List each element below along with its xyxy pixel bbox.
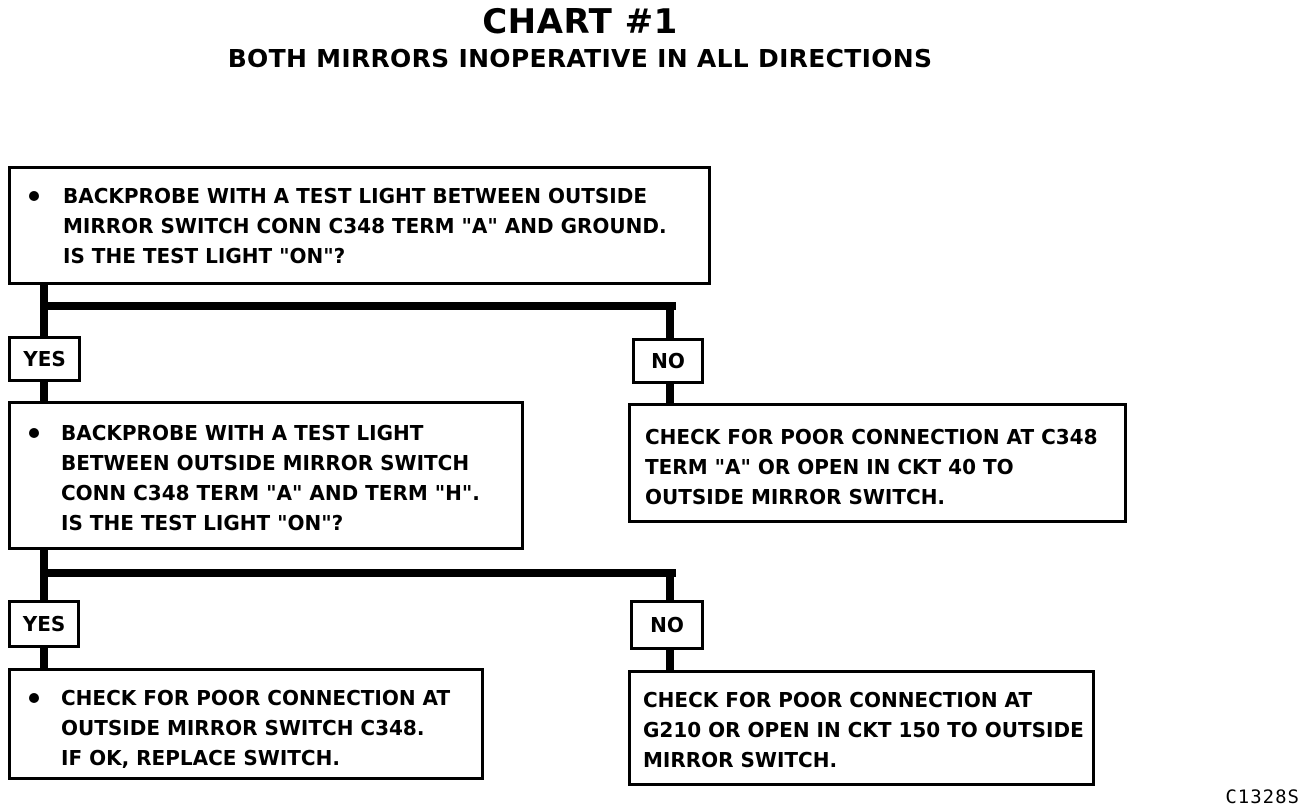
yes-label: YES: [8, 336, 81, 382]
yes-label: YES: [8, 600, 80, 648]
outcome-text-line: CHECK FOR POOR CONNECTION AT: [643, 688, 1033, 712]
no-label: NO: [632, 338, 704, 384]
connector-line: [40, 569, 676, 577]
decision-text-line: BACKPROBE WITH A TEST LIGHT BETWEEN OUTS…: [63, 184, 648, 208]
connector-line: [40, 283, 48, 339]
bullet-icon: [29, 191, 39, 201]
outcome-text-line: OUTSIDE MIRROR SWITCH.: [645, 485, 946, 509]
connector-line: [40, 646, 48, 670]
connector-line: [666, 382, 674, 406]
connector-line: [666, 569, 674, 601]
decision-text-line: BETWEEN OUTSIDE MIRROR SWITCH: [61, 451, 470, 475]
bullet-icon: [29, 428, 39, 438]
outcome-text-line: TERM "A" OR OPEN IN CKT 40 TO: [645, 455, 1014, 479]
connector-line: [666, 648, 674, 672]
figure-id: C1328S: [1225, 786, 1300, 808]
outcome-box-1: CHECK FOR POOR CONNECTION AT C348 TERM "…: [628, 403, 1127, 523]
no-label: NO: [630, 600, 704, 650]
outcome-box-2: CHECK FOR POOR CONNECTION AT G210 OR OPE…: [628, 670, 1095, 786]
decision-text-line: CONN C348 TERM "A" AND TERM "H".: [61, 481, 480, 505]
decision-text-line: IS THE TEST LIGHT "ON"?: [61, 511, 344, 535]
decision-text-line: IS THE TEST LIGHT "ON"?: [63, 244, 346, 268]
connector-line: [40, 380, 48, 404]
outcome-text-line: CHECK FOR POOR CONNECTION AT C348: [645, 425, 1098, 449]
decision-text-line: BACKPROBE WITH A TEST LIGHT: [61, 421, 424, 445]
action-box: CHECK FOR POOR CONNECTION AT OUTSIDE MIR…: [8, 668, 484, 780]
action-text-line: OUTSIDE MIRROR SWITCH C348.: [61, 716, 425, 740]
action-text-line: CHECK FOR POOR CONNECTION AT: [61, 686, 451, 710]
connector-line: [40, 302, 676, 310]
outcome-text-line: MIRROR SWITCH.: [643, 748, 838, 772]
bullet-icon: [29, 693, 39, 703]
chart-title: CHART #1: [482, 2, 678, 42]
outcome-text-line: G210 OR OPEN IN CKT 150 TO OUTSIDE: [643, 718, 1084, 742]
chart-subtitle: BOTH MIRRORS INOPERATIVE IN ALL DIRECTIO…: [227, 44, 933, 73]
connector-line: [666, 302, 674, 340]
action-text-line: IF OK, REPLACE SWITCH.: [61, 746, 340, 770]
decision-box-2: BACKPROBE WITH A TEST LIGHT BETWEEN OUTS…: [8, 401, 524, 550]
decision-box-1: BACKPROBE WITH A TEST LIGHT BETWEEN OUTS…: [8, 166, 711, 285]
decision-text-line: MIRROR SWITCH CONN C348 TERM "A" AND GRO…: [63, 214, 667, 238]
